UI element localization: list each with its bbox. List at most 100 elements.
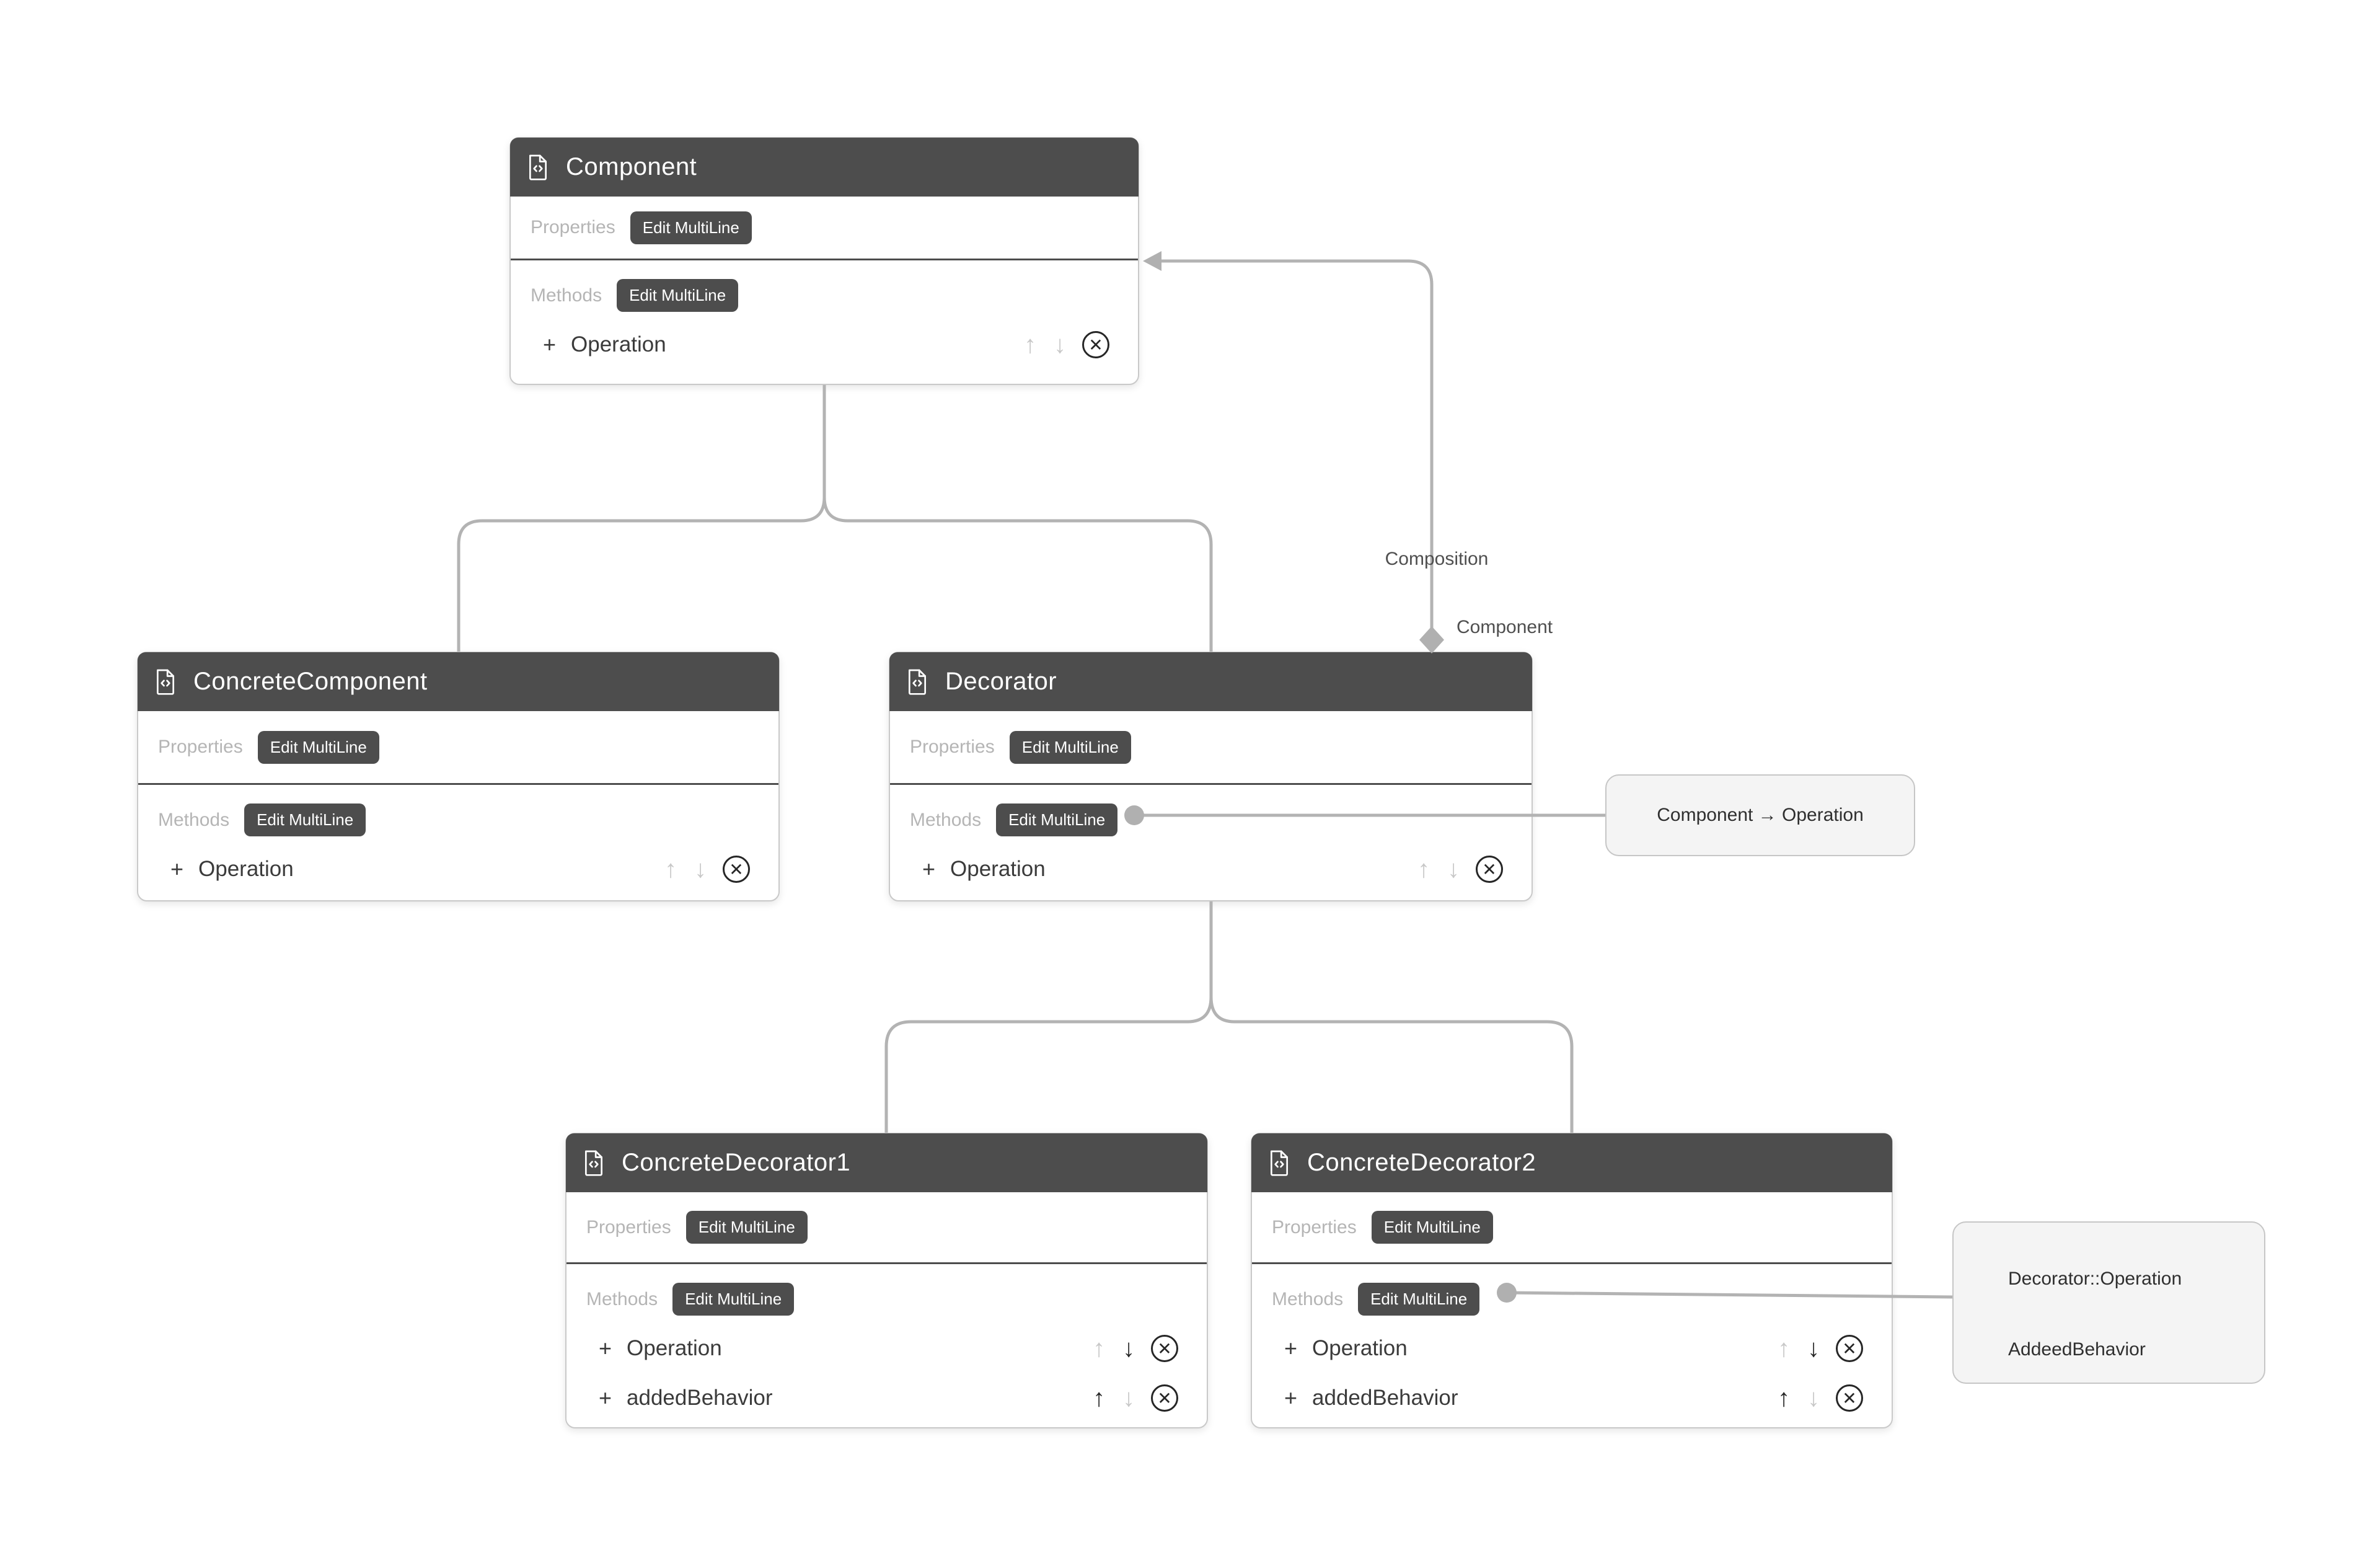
- methods-label: Methods: [586, 1288, 658, 1309]
- class-card-header[interactable]: ConcreteComponent: [138, 652, 779, 711]
- class-card-concrete-decorator-2[interactable]: ConcreteDecorator2 Properties Edit Multi…: [1251, 1133, 1893, 1428]
- method-name[interactable]: Operation: [198, 857, 294, 881]
- move-down-button[interactable]: ↓: [1122, 1335, 1135, 1362]
- edit-multiline-methods-button[interactable]: Edit MultiLine: [672, 1283, 795, 1316]
- edit-multiline-methods-button[interactable]: Edit MultiLine: [244, 803, 366, 836]
- class-card-header[interactable]: Component: [510, 138, 1139, 197]
- class-title: Component: [566, 153, 697, 180]
- class-card-header[interactable]: ConcreteDecorator2: [1251, 1133, 1892, 1192]
- section-divider: [511, 259, 1138, 260]
- move-up-button[interactable]: ↑: [1417, 856, 1430, 883]
- plus-icon: +: [599, 1335, 612, 1361]
- move-down-button[interactable]: ↓: [1807, 1384, 1820, 1412]
- class-title: ConcreteComponent: [193, 668, 428, 695]
- edit-multiline-properties-button[interactable]: Edit MultiLine: [1371, 1211, 1493, 1244]
- class-card-header[interactable]: Decorator: [889, 652, 1532, 711]
- method-row: + Operation ↑ ↓ ✕: [890, 845, 1532, 893]
- methods-label: Methods: [531, 285, 602, 306]
- properties-label: Properties: [910, 737, 995, 757]
- code-file-icon: [1267, 1149, 1291, 1177]
- method-row: + Operation ↑ ↓ ✕: [138, 845, 778, 893]
- class-card-decorator[interactable]: Decorator Properties Edit MultiLine Meth…: [889, 652, 1533, 901]
- plus-icon: +: [1284, 1385, 1298, 1410]
- move-down-button[interactable]: ↓: [694, 856, 707, 883]
- plus-icon: +: [922, 856, 936, 882]
- arrowhead-icon: [1143, 251, 1161, 271]
- section-divider: [1252, 1262, 1892, 1264]
- methods-label: Methods: [158, 809, 230, 830]
- delete-method-button[interactable]: ✕: [1151, 1384, 1178, 1412]
- edge-inheritance-concrete-decorator-1[interactable]: [884, 901, 1213, 1133]
- edit-multiline-methods-button[interactable]: Edit MultiLine: [1358, 1283, 1480, 1316]
- section-divider: [890, 783, 1532, 785]
- delete-method-button[interactable]: ✕: [1082, 331, 1109, 358]
- method-name[interactable]: Operation: [1312, 1336, 1408, 1360]
- method-name[interactable]: addedBehavior: [627, 1386, 773, 1410]
- class-card-component[interactable]: Component Properties Edit MultiLine Meth…: [509, 137, 1139, 385]
- edge-inheritance-concrete-decorator-2[interactable]: [1209, 996, 1574, 1133]
- edge-composition[interactable]: [1160, 259, 1434, 629]
- note-decorator-operation[interactable]: Decorator::Operation AddeedBehavior: [1952, 1221, 2265, 1384]
- class-card-concrete-component[interactable]: ConcreteComponent Properties Edit MultiL…: [137, 652, 780, 901]
- delete-method-button[interactable]: ✕: [1836, 1335, 1863, 1362]
- move-up-button[interactable]: ↑: [1093, 1335, 1105, 1362]
- move-down-button[interactable]: ↓: [1122, 1384, 1135, 1412]
- move-down-button[interactable]: ↓: [1447, 856, 1460, 883]
- code-file-icon: [906, 668, 929, 696]
- edit-multiline-properties-button[interactable]: Edit MultiLine: [630, 211, 752, 244]
- section-divider: [566, 1262, 1207, 1264]
- method-name[interactable]: Operation: [627, 1336, 722, 1360]
- component-end-label: Component: [1457, 617, 1553, 637]
- method-row: + Operation ↑ ↓ ✕: [1252, 1324, 1892, 1373]
- composition-edge-label: Composition: [1385, 549, 1489, 569]
- composition-diamond-icon: [1419, 626, 1444, 653]
- note-text: Component → Operation: [1657, 805, 1864, 825]
- delete-method-button[interactable]: ✕: [1476, 856, 1503, 883]
- move-up-button[interactable]: ↑: [1778, 1335, 1790, 1362]
- edit-multiline-properties-button[interactable]: Edit MultiLine: [1009, 730, 1131, 764]
- method-name[interactable]: Operation: [950, 857, 1046, 881]
- class-card-header[interactable]: ConcreteDecorator1: [566, 1133, 1207, 1192]
- move-down-button[interactable]: ↓: [1807, 1335, 1820, 1362]
- move-up-button[interactable]: ↑: [1093, 1384, 1105, 1412]
- method-name[interactable]: Operation: [571, 332, 666, 356]
- delete-method-button[interactable]: ✕: [1151, 1335, 1178, 1362]
- note-component-operation[interactable]: Component → Operation: [1605, 774, 1915, 856]
- plus-icon: +: [543, 332, 557, 357]
- move-up-button[interactable]: ↑: [1778, 1384, 1790, 1412]
- move-up-button[interactable]: ↑: [1024, 331, 1036, 358]
- code-file-icon: [154, 668, 177, 696]
- edge-inheritance-decorator[interactable]: [822, 497, 1213, 652]
- properties-label: Properties: [1272, 1216, 1357, 1237]
- class-title: ConcreteDecorator1: [622, 1149, 851, 1176]
- method-row: + addedBehavior ↑ ↓ ✕: [566, 1374, 1207, 1422]
- edit-multiline-properties-button[interactable]: Edit MultiLine: [257, 730, 379, 764]
- code-file-icon: [582, 1149, 606, 1177]
- code-file-icon: [526, 153, 550, 182]
- move-up-button[interactable]: ↑: [664, 856, 677, 883]
- class-title: Decorator: [945, 668, 1057, 695]
- plus-icon: +: [1284, 1335, 1298, 1361]
- class-card-concrete-decorator-1[interactable]: ConcreteDecorator1 Properties Edit Multi…: [565, 1133, 1208, 1428]
- note-text: Decorator::Operation: [2008, 1268, 2182, 1289]
- method-row: + Operation ↑ ↓ ✕: [511, 321, 1138, 369]
- method-row: + addedBehavior ↑ ↓ ✕: [1252, 1374, 1892, 1422]
- method-row: + Operation ↑ ↓ ✕: [566, 1324, 1207, 1373]
- edit-multiline-properties-button[interactable]: Edit MultiLine: [685, 1211, 808, 1244]
- method-name[interactable]: addedBehavior: [1312, 1386, 1458, 1410]
- note-text: AddeedBehavior: [2008, 1339, 2146, 1360]
- move-down-button[interactable]: ↓: [1054, 331, 1066, 358]
- edge-inheritance-concrete-component[interactable]: [457, 385, 826, 652]
- properties-label: Properties: [158, 737, 243, 757]
- edit-multiline-methods-button[interactable]: Edit MultiLine: [996, 803, 1118, 836]
- class-title: ConcreteDecorator2: [1307, 1149, 1536, 1176]
- properties-label: Properties: [586, 1216, 671, 1237]
- plus-icon: +: [599, 1385, 612, 1410]
- methods-label: Methods: [1272, 1288, 1344, 1309]
- delete-method-button[interactable]: ✕: [723, 856, 750, 883]
- delete-method-button[interactable]: ✕: [1836, 1384, 1863, 1412]
- methods-label: Methods: [910, 809, 982, 830]
- section-divider: [138, 783, 778, 785]
- edit-multiline-methods-button[interactable]: Edit MultiLine: [617, 279, 739, 312]
